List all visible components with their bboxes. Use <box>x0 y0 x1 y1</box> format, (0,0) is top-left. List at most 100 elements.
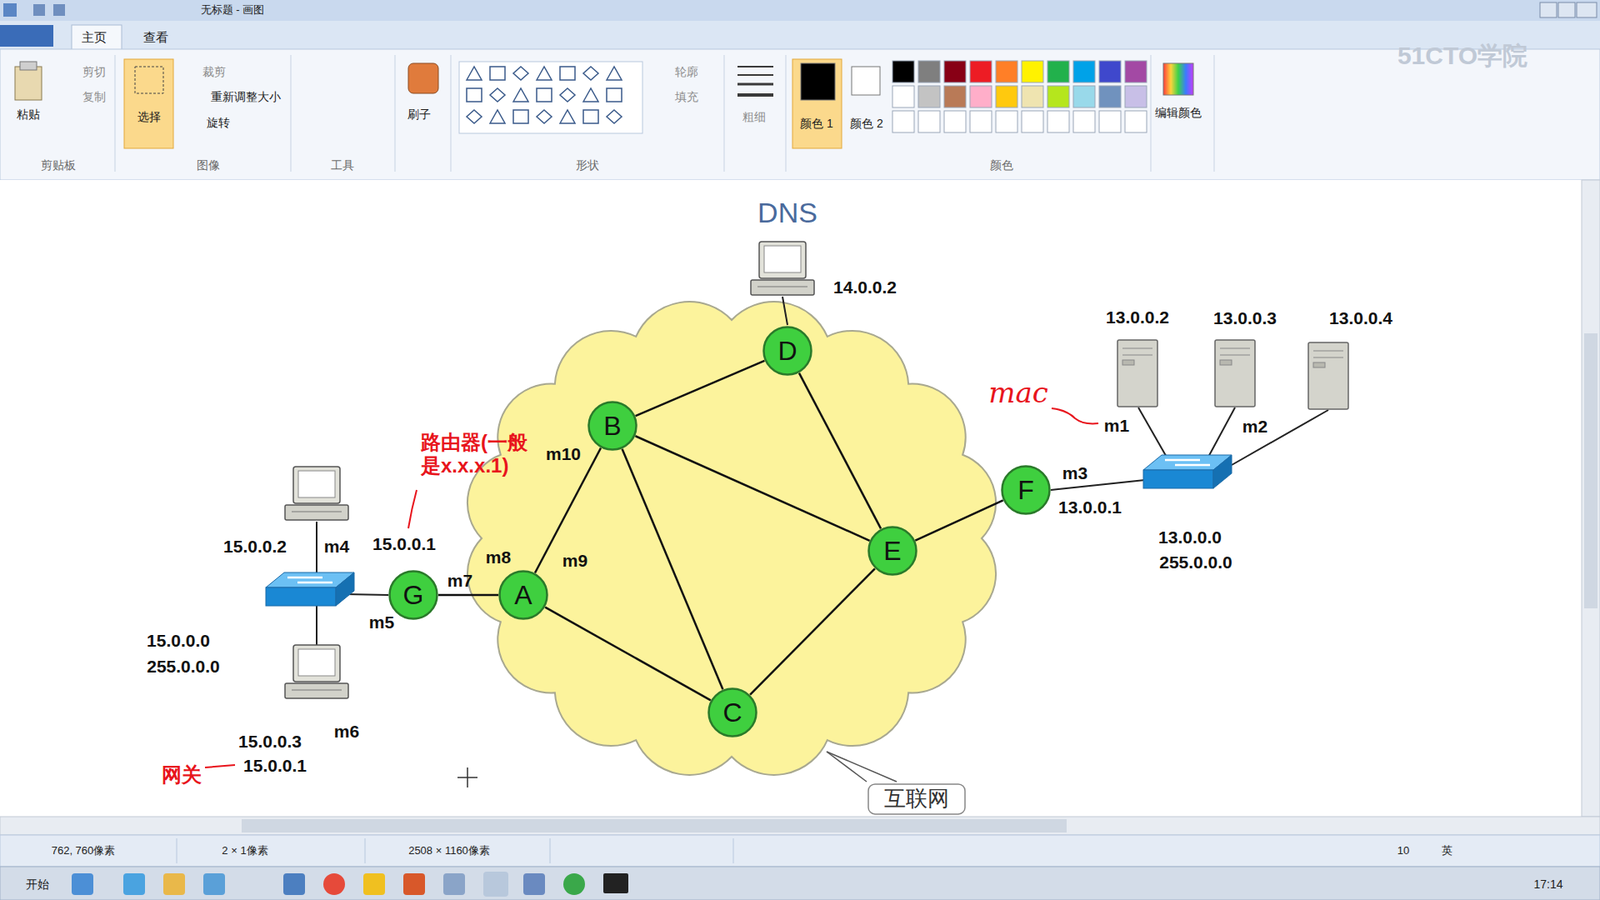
ribbon <box>0 49 1600 180</box>
palette-swatch <box>892 60 915 83</box>
router-letter: G <box>403 580 425 611</box>
address-label: 255.0.0.0 <box>146 656 220 677</box>
server-name: DNS <box>757 196 818 230</box>
group-separators <box>115 55 1215 172</box>
ribbon-button: 重新调整大小 <box>210 90 281 104</box>
address-label: 13.0.0.2 <box>1105 307 1170 328</box>
color1-swatch <box>800 63 835 100</box>
title-bar <box>0 0 1600 21</box>
router-circle: B <box>587 400 638 451</box>
ribbon-button: 轮廓 <box>675 65 699 79</box>
ribbon-group: 颜色 <box>990 158 1014 172</box>
address-label: 15.0.0.1 <box>243 755 307 776</box>
link-line <box>635 360 765 416</box>
palette-swatch <box>944 60 966 83</box>
annotation-lines <box>205 490 417 768</box>
palette-swatch <box>970 110 992 133</box>
ribbon-tab: 查看 <box>143 30 169 45</box>
palette-swatch <box>944 85 966 108</box>
ribbon-group: 工具 <box>330 158 355 172</box>
computer <box>285 645 349 699</box>
shape-icon <box>536 110 552 124</box>
palette-swatch <box>892 110 915 133</box>
palette-swatch <box>970 60 992 83</box>
router-letter: A <box>514 580 532 611</box>
shape-icon <box>606 110 622 124</box>
palette-swatch <box>1047 110 1070 133</box>
status-text: 2 × 1像素 <box>221 845 268 858</box>
address-label: 13.0.0.0 <box>1158 527 1222 548</box>
cursor <box>457 767 478 788</box>
ribbon-group: 图像 <box>196 158 220 172</box>
palette-swatch <box>1047 60 1070 83</box>
shape-icon <box>583 66 599 80</box>
shape-icon <box>560 88 575 102</box>
scroll-thumb <box>1584 333 1598 609</box>
switch <box>265 572 355 606</box>
shape-icon <box>466 88 482 102</box>
taskbar <box>0 866 1600 900</box>
palette-swatch <box>1125 110 1147 133</box>
router-circle: G <box>388 570 439 620</box>
taskbar-text: 开始 <box>25 877 50 891</box>
circle-shape <box>589 402 637 450</box>
annotation: 网关 <box>161 763 202 787</box>
ribbon-button: 颜色 1 <box>800 116 834 130</box>
annotation: mac <box>988 376 1049 410</box>
taskbar-text: 17:14 <box>1533 877 1563 891</box>
active-tab <box>71 25 122 50</box>
router-circle: C <box>707 687 758 738</box>
paste-icon <box>20 61 37 70</box>
link-line <box>535 448 601 574</box>
status-text: 2508 × 1160像素 <box>408 845 490 858</box>
palette-swatch <box>944 110 966 133</box>
palette-swatch <box>918 85 940 108</box>
ribbon-button: 粘贴 <box>16 107 40 121</box>
palette-swatch <box>1125 60 1147 83</box>
circle-shape <box>869 527 917 575</box>
router-letter: D <box>777 335 797 367</box>
callout-box: 互联网 <box>867 783 966 815</box>
mac-label: m9 <box>562 550 588 571</box>
tab-row <box>0 20 1600 50</box>
shape-icon <box>513 66 529 80</box>
brush-icon <box>408 63 439 94</box>
link-line <box>915 500 1003 540</box>
shape-icon <box>513 110 529 124</box>
computer <box>285 466 349 520</box>
mac-label: m6 <box>334 721 360 742</box>
palette-swatch <box>1047 85 1070 108</box>
internet-cloud <box>467 301 996 775</box>
link-line <box>750 568 875 695</box>
address-label: 15.0.0.3 <box>238 731 302 752</box>
shape-icon <box>466 110 482 124</box>
address-label: 13.0.0.3 <box>1213 308 1277 329</box>
circle-shape <box>764 327 812 375</box>
ribbon-button: 填充 <box>675 90 699 104</box>
mac-label: m4 <box>324 536 350 557</box>
mac-label: m5 <box>369 612 395 633</box>
ribbon-tab: 主页 <box>81 30 107 45</box>
shape-icon <box>536 66 552 80</box>
mac-label: m7 <box>447 570 473 591</box>
shape-icon <box>560 110 575 124</box>
shape-icon <box>490 110 505 124</box>
address-label: 15.0.0.0 <box>146 630 210 651</box>
status-separators <box>176 838 734 864</box>
palette-swatch <box>1099 60 1121 83</box>
palette-swatch <box>1021 85 1044 108</box>
status-text: 762, 760像素 <box>51 845 116 858</box>
address-label: 15.0.0.1 <box>372 534 436 555</box>
paste-icon <box>15 66 42 100</box>
palette-swatch <box>1073 60 1095 83</box>
palette-swatch <box>892 85 915 108</box>
palette-swatch <box>995 110 1018 133</box>
link-line <box>635 435 870 541</box>
circle-shape <box>709 689 757 737</box>
router-circle: A <box>498 570 549 620</box>
shape-icon <box>560 66 575 80</box>
callout-leader <box>826 751 897 782</box>
select-highlight <box>124 59 174 149</box>
vertical-scrollbar <box>1581 180 1600 817</box>
